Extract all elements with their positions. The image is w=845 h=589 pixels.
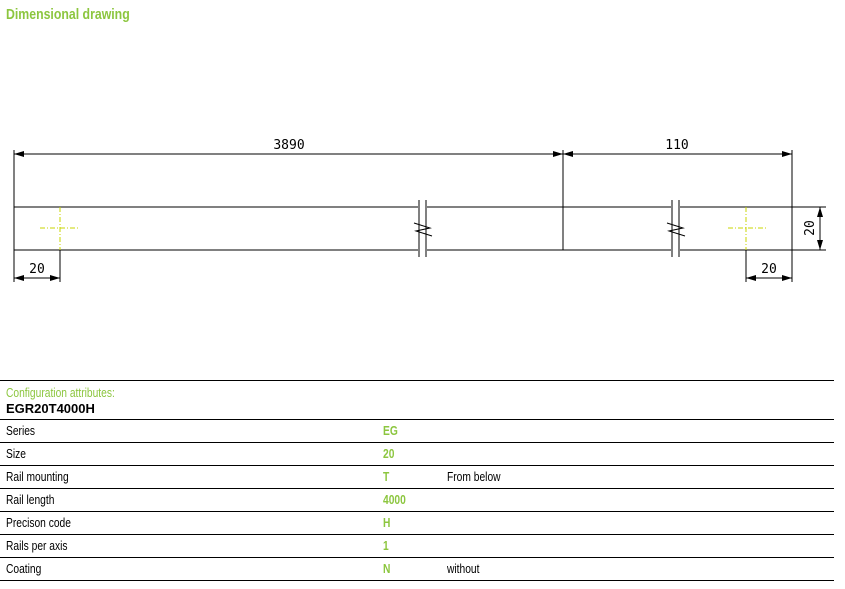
attribute-value: T: [383, 470, 390, 484]
attribute-description: From below: [447, 470, 501, 484]
dimension-main-length-label: 3890: [273, 138, 304, 153]
dimension-left-offset: 20: [14, 250, 61, 282]
attribute-value: 1: [383, 539, 389, 553]
hole-center-mark-left: [40, 207, 78, 250]
attribute-description: without: [447, 562, 480, 576]
attribute-value: 4000: [383, 493, 406, 507]
attribute-label: Rails per axis: [6, 539, 68, 553]
dimensional-drawing: 3890 110 20 20 20: [13, 138, 826, 282]
attribute-label: Coating: [6, 562, 42, 576]
rail-outline: [13, 150, 793, 282]
dimension-left-offset-label: 20: [29, 262, 45, 277]
table-row: Rails per axis 1: [0, 535, 834, 558]
dimension-end-length: 110: [563, 138, 792, 157]
dimension-right-offset-label: 20: [761, 262, 777, 277]
hole-center-mark-right: [728, 207, 766, 250]
dimension-end-length-label: 110: [665, 138, 688, 153]
configuration-title: Configuration attributes:: [6, 386, 115, 400]
dimension-right-offset: 20: [745, 250, 792, 282]
page-title: Dimensional drawing: [6, 6, 130, 23]
table-row: Rail mounting T From below: [0, 466, 834, 489]
table-row: Rail length 4000: [0, 489, 834, 512]
dimension-height-label: 20: [803, 220, 818, 236]
configuration-attributes-table: Configuration attributes: EGR20T4000H Se…: [0, 380, 834, 581]
attribute-value: H: [383, 516, 391, 530]
attribute-label: Series: [6, 424, 36, 438]
attribute-label: Size: [6, 447, 26, 461]
attribute-value: 20: [383, 447, 395, 461]
attribute-label: Rail mounting: [6, 470, 69, 484]
dimension-main-length: 3890: [14, 138, 563, 157]
configuration-header: Configuration attributes: EGR20T4000H: [0, 381, 834, 420]
attribute-label: Precison code: [6, 516, 71, 530]
attribute-value: N: [383, 562, 391, 576]
dimension-height: 20: [792, 206, 826, 251]
table-row: Precison code H: [0, 512, 834, 535]
table-row: Series EG: [0, 420, 834, 443]
break-symbol-right: [666, 200, 686, 257]
table-row: Coating N without: [0, 558, 834, 581]
break-symbol-left: [413, 200, 433, 257]
attribute-value: EG: [383, 424, 398, 438]
product-code: EGR20T4000H: [6, 401, 95, 416]
table-row: Size 20: [0, 443, 834, 466]
attribute-label: Rail length: [6, 493, 55, 507]
